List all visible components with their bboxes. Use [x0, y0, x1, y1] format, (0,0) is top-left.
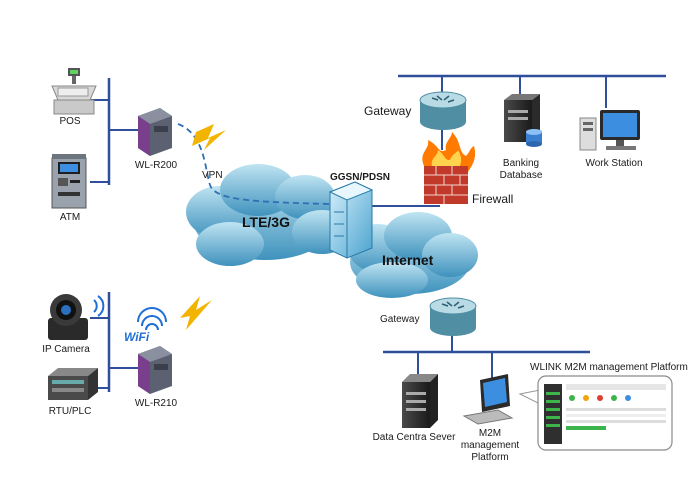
vpn-label: VPN [202, 170, 223, 181]
ggsn-server [328, 181, 374, 259]
lightning-icon [192, 124, 226, 150]
m2m-platform-pc-icon [462, 374, 514, 425]
ip-camera-label: IP Camera [42, 344, 90, 355]
vpn-dashed-line [177, 123, 331, 205]
internet-cloud [348, 212, 478, 298]
m2m-label-line2: management [460, 440, 520, 451]
gateway-router-top [419, 91, 467, 130]
gateway-top-label: Gateway [364, 104, 412, 118]
pos-label: POS [59, 116, 81, 127]
wifi-label: WiFi [124, 330, 150, 344]
platform-screenshot-panel [518, 375, 673, 451]
platform-title: WLINK M2M management Platform [530, 362, 688, 373]
workstation-label: Work Station [585, 158, 643, 169]
gateway-bottom-label: Gateway [380, 314, 420, 325]
firewall-label: Firewall [472, 192, 514, 206]
atm-icon [51, 154, 87, 209]
workstation-icon [579, 110, 640, 151]
wl-r210-router-icon [138, 346, 172, 394]
internet-label: Internet [382, 252, 434, 268]
wl-r200-router-icon [138, 108, 172, 156]
rtu-plc-label: RTU/PLC [48, 406, 92, 417]
atm-label: ATM [59, 212, 81, 223]
banking-label-line1: Banking [502, 158, 540, 169]
ip-camera-icon [48, 294, 105, 340]
lightning-icon [180, 296, 212, 330]
lte-label: LTE/3G [242, 214, 290, 230]
wifi-signal-icon [137, 307, 167, 331]
wl-r200-label: WL-R200 [134, 160, 178, 171]
banking-label-line2: Database [499, 170, 543, 181]
gateway-router-bottom [429, 297, 477, 336]
banking-database-icon [504, 94, 542, 147]
pos-terminal-icon [51, 68, 97, 115]
m2m-label-line1: M2M [478, 428, 502, 439]
firewall-icon [422, 132, 476, 204]
wl-r210-label: WL-R210 [134, 398, 178, 409]
ggsn-label: GGSN/PDSN [330, 172, 391, 183]
m2m-label-line3: Platform [471, 452, 509, 463]
rtu-plc-icon [48, 368, 98, 400]
data-server-label: Data Centra Sever [372, 432, 456, 443]
data-center-server-icon [402, 374, 438, 428]
